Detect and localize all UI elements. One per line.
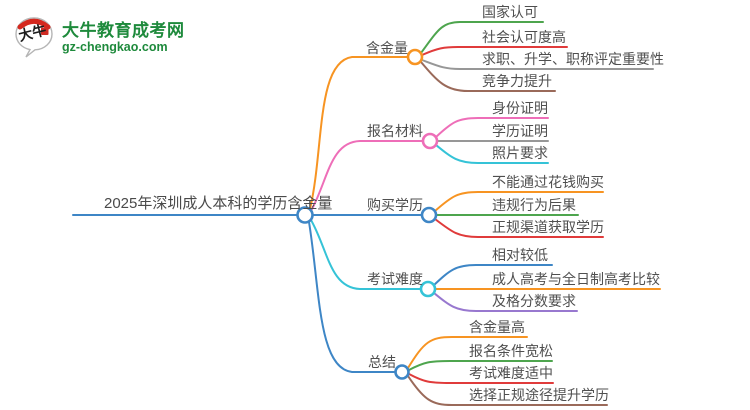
- edge-buying-child-3: [434, 218, 604, 238]
- edge-difficulty-child-1: [433, 264, 553, 286]
- edge-value-child-1: [420, 21, 544, 54]
- leaf-label[interactable]: 求职、升学、职称评定重要性: [482, 51, 664, 67]
- leaf-label[interactable]: 不能通过花钱购买: [492, 174, 604, 190]
- leaf-label[interactable]: 报名条件宽松: [469, 343, 553, 359]
- edge-summary-child-1: [407, 336, 528, 369]
- leaf-label[interactable]: 考试难度适中: [469, 365, 553, 381]
- leaf-label[interactable]: 学历证明: [492, 123, 548, 139]
- leaf-label[interactable]: 社会认可度高: [482, 29, 566, 45]
- materials-node-handle[interactable]: [421, 132, 439, 150]
- leaf-label[interactable]: 国家认可: [482, 4, 538, 20]
- edge-buying-child-1: [434, 191, 604, 212]
- edge-materials-child-1: [435, 117, 549, 138]
- edge-summary-child-4: [407, 375, 608, 406]
- leaf-label[interactable]: 违规行为后果: [492, 197, 576, 213]
- leaf-label[interactable]: 身份证明: [492, 100, 548, 116]
- summary-node-handle[interactable]: [394, 364, 410, 380]
- leaf-label[interactable]: 选择正规途径提升学历: [469, 387, 609, 403]
- edge-value-child-2: [421, 46, 568, 56]
- leaf-label[interactable]: 成人高考与全日制高考比较: [492, 271, 660, 287]
- red-seal: [41, 27, 49, 35]
- branch-label-difficulty[interactable]: 考试难度: [367, 271, 423, 287]
- branch-label-materials[interactable]: 报名材料: [367, 123, 423, 139]
- red-arc: [17, 18, 51, 30]
- daniu-speech-bubble-icon: 大牛: [15, 17, 53, 58]
- site-logo[interactable]: 大牛 大牛教育成考网 gz-chengkao.com: [12, 14, 185, 60]
- site-name: 大牛教育成考网: [62, 20, 185, 40]
- branch-label-buying[interactable]: 购买学历: [367, 197, 423, 213]
- edge-root-to-value: [309, 56, 409, 210]
- site-url: gz-chengkao.com: [62, 39, 168, 54]
- edge-difficulty-child-3: [433, 292, 578, 312]
- leaf-label[interactable]: 正规渠道获取学历: [492, 219, 604, 235]
- edge-root-to-materials: [310, 140, 424, 212]
- buying-node-handle[interactable]: [420, 206, 438, 224]
- branch-label-summary[interactable]: 总结: [368, 354, 396, 370]
- root-node-handle[interactable]: [296, 206, 314, 224]
- edge-root-to-difficulty: [310, 219, 422, 290]
- edge-value-child-4: [420, 61, 556, 92]
- leaf-label[interactable]: 相对较低: [492, 247, 548, 263]
- root-node-label[interactable]: 2025年深圳成人本科的学历含金量: [104, 195, 333, 212]
- leaf-label[interactable]: 竞争力提升: [482, 73, 552, 89]
- leaf-label[interactable]: 含金量高: [469, 319, 525, 335]
- logo-calligraphy-text: 大牛: [17, 22, 48, 44]
- leaf-label[interactable]: 及格分数要求: [492, 293, 576, 309]
- edge-summary-child-2: [408, 360, 553, 371]
- edge-materials-child-3: [435, 144, 549, 164]
- value-node-handle[interactable]: [406, 48, 424, 66]
- difficulty-node-handle[interactable]: [419, 280, 437, 298]
- edge-value-child-3: [421, 59, 654, 70]
- edge-root-to-summary: [308, 221, 396, 373]
- branch-label-value[interactable]: 含金量: [366, 40, 408, 56]
- leaf-label[interactable]: 照片要求: [492, 145, 548, 161]
- edge-summary-child-3: [408, 373, 554, 384]
